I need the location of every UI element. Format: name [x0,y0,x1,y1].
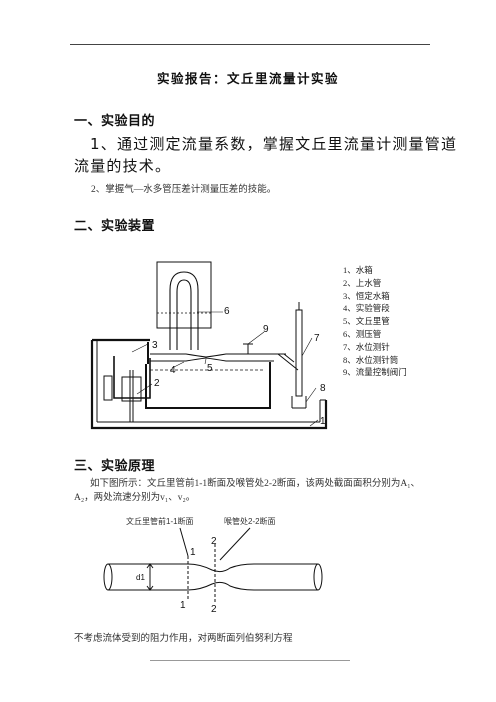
section-mark-2-top: 2 [211,536,217,547]
apparatus-num-8: 8 [320,383,326,394]
apparatus-num-1: 1 [320,416,326,427]
legend-item: 5、文丘里管 [343,316,390,327]
apparatus-diagram: 6 9 7 3 4 5 2 8 1 [90,261,328,430]
legend-item: 3、恒定水箱 [343,290,390,301]
legend-item: 6、测压管 [343,328,382,339]
apparatus-num-3: 3 [152,340,158,351]
apparatus-num-6: 6 [224,306,230,317]
legend-item: 1、水箱 [343,265,373,275]
purpose-item-1-line2: 流量的技术。 [74,157,172,175]
apparatus-num-7: 7 [314,333,320,344]
apparatus-num-9: 9 [263,324,269,335]
principle-paragraph-line2: A₂，两处流速分别为v₁、v₂。 [74,493,196,503]
header-rule [70,44,430,45]
bernoulli-intro: 不考虑流体受到的阻力作用，对两断面列伯努利方程 [74,634,293,644]
diameter-label: d1 [136,573,145,582]
apparatus-num-4: 4 [170,365,176,376]
section-mark-1-top: 1 [190,547,196,558]
apparatus-num-5: 5 [207,363,213,374]
label-section-1: 文丘里管前1-1断面 [126,516,194,526]
apparatus-legend: 1、水箱 2、上水管 3、恒定水箱 4、实验管段 5、文丘里管 6、测压管 7、… [343,264,407,379]
footer-rule [150,660,350,661]
principle-heading: 三、实验原理 [74,459,156,474]
apparatus-heading: 二、实验装置 [74,219,156,234]
section-mark-1-bottom: 1 [180,600,186,611]
purpose-heading: 一、实验目的 [74,114,156,129]
legend-item: 9、流量控制阀门 [343,367,407,378]
purpose-item-1-line1: 1、通过测定流量系数，掌握文丘里流量计测量管道 [90,135,458,153]
section-mark-2-bottom: 2 [211,604,217,615]
purpose-item-2: 2、掌握气—水多管压差计测量压差的技能。 [91,185,277,195]
legend-item: 2、上水管 [343,277,382,288]
legend-item: 8、水位测针筒 [343,354,399,365]
apparatus-num-2: 2 [154,378,160,389]
legend-item: 7、水位测针 [343,341,390,352]
label-section-2: 喉管处2-2断面 [224,516,276,526]
principle-paragraph-line1: 如下图所示：文丘里管前1-1断面及喉管处2-2断面，该两处截面面积分别为A₁、 [90,479,421,489]
legend-item: 4、实验管段 [343,303,390,314]
report-title: 实验报告：文丘里流量计实验 [156,71,339,86]
venturi-pipe-diagram: 文丘里管前1-1断面 喉管处2-2断面 1 2 1 2 d1 [103,516,323,615]
